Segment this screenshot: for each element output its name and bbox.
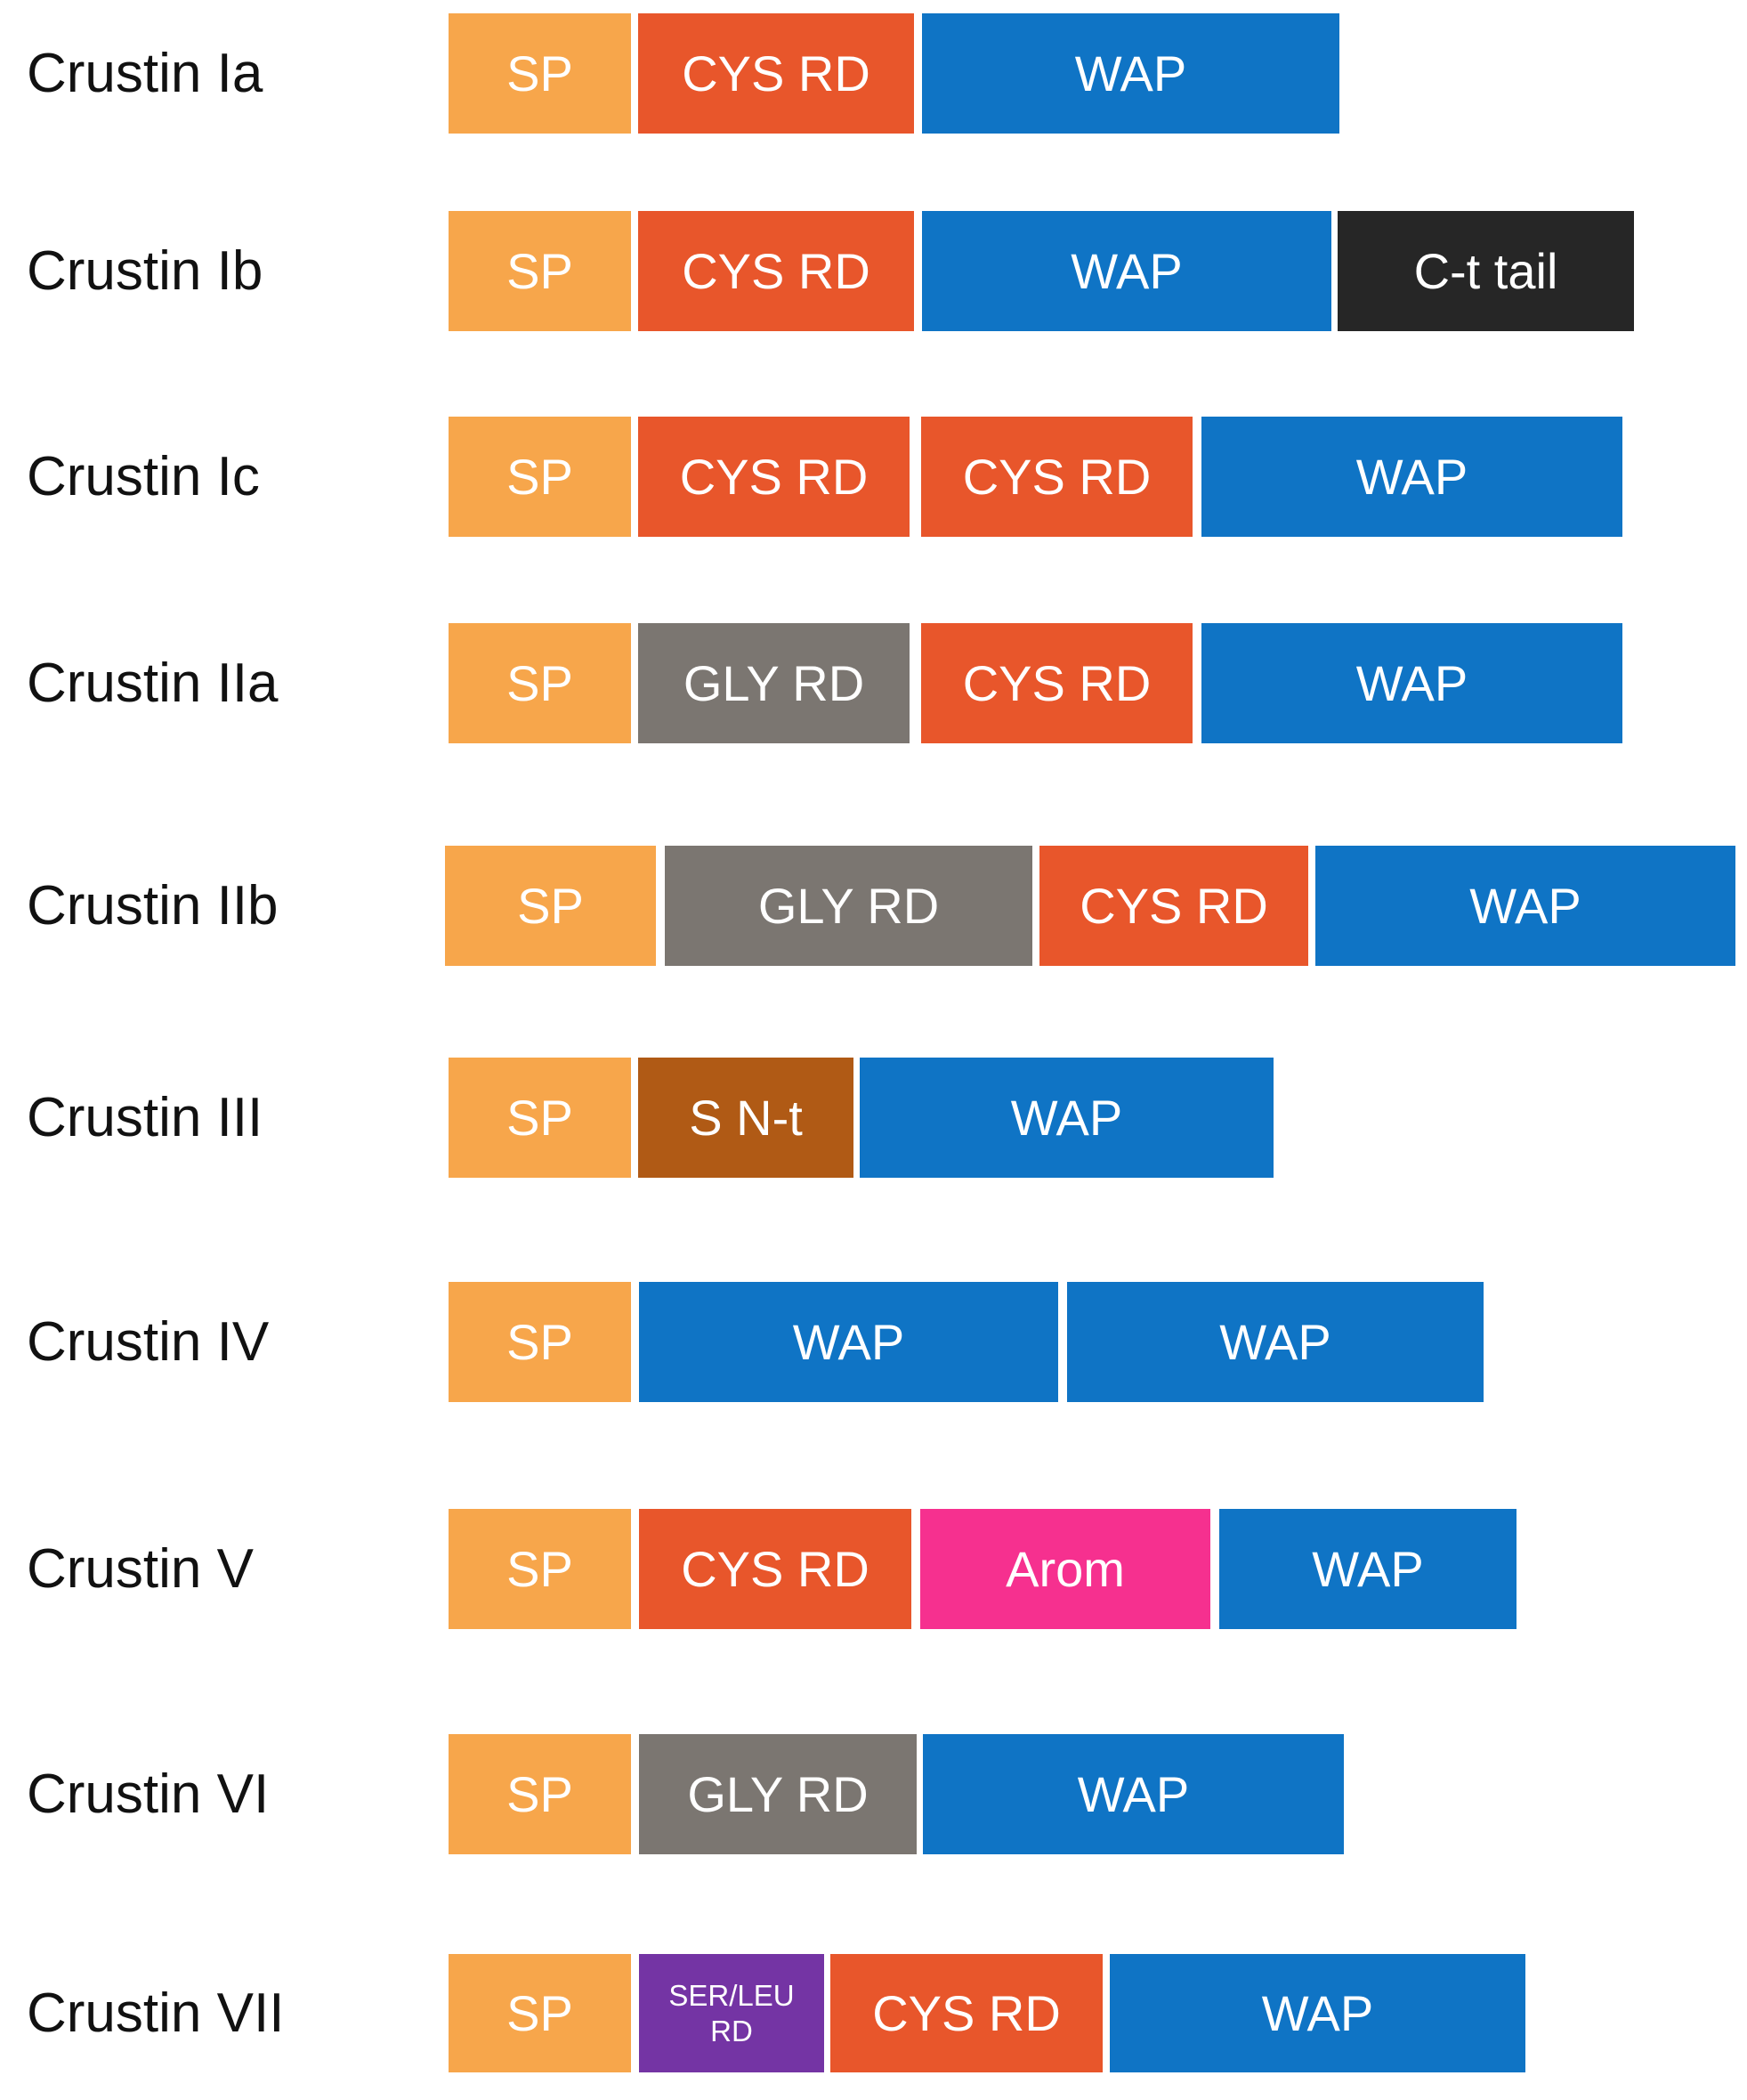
domain-wap: WAP — [860, 1058, 1274, 1178]
domain-cys-rd: CYS RD — [638, 211, 914, 331]
domain-wap: WAP — [1067, 1282, 1484, 1402]
domain-wap: WAP — [1201, 417, 1622, 537]
domain-sp: SP — [449, 623, 631, 743]
row-label: Crustin V — [27, 1538, 254, 1600]
domain-ser-leu-rd: SER/LEU RD — [639, 1954, 824, 2072]
domain-sp: SP — [445, 846, 656, 966]
domain-cys-rd: CYS RD — [638, 13, 914, 134]
row-label: Crustin IIa — [27, 653, 279, 714]
domain-wap: WAP — [922, 211, 1331, 331]
domain-sp: SP — [449, 211, 631, 331]
domain-sp: SP — [449, 417, 631, 537]
domain-wap: WAP — [1201, 623, 1622, 743]
row-label: Crustin III — [27, 1087, 263, 1148]
domain-wap: WAP — [1315, 846, 1735, 966]
domain-sp: SP — [449, 13, 631, 134]
domain-wap: WAP — [922, 13, 1339, 134]
domain-sp: SP — [449, 1954, 631, 2072]
domain-sp: SP — [449, 1734, 631, 1854]
domain-sp: SP — [449, 1509, 631, 1629]
row-label: Crustin Ib — [27, 240, 263, 302]
domain-cys-rd: CYS RD — [921, 417, 1193, 537]
domain-arom: Arom — [920, 1509, 1210, 1629]
row-label: Crustin IV — [27, 1311, 270, 1373]
row-label: Crustin VII — [27, 1982, 285, 2044]
domain-sp: SP — [449, 1058, 631, 1178]
domain-c-t-tail: C-t tail — [1338, 211, 1634, 331]
domain-gly-rd: GLY RD — [665, 846, 1032, 966]
domain-wap: WAP — [639, 1282, 1058, 1402]
row-label: Crustin IIb — [27, 875, 279, 936]
domain-wap: WAP — [923, 1734, 1344, 1854]
domain-sp: SP — [449, 1282, 631, 1402]
domain-cys-rd: CYS RD — [638, 417, 910, 537]
row-label: Crustin VI — [27, 1764, 270, 1825]
domain-cys-rd: CYS RD — [639, 1509, 911, 1629]
domain-cys-rd: CYS RD — [1039, 846, 1308, 966]
domain-wap: WAP — [1219, 1509, 1516, 1629]
domain-cys-rd: CYS RD — [830, 1954, 1103, 2072]
domain-gly-rd: GLY RD — [639, 1734, 917, 1854]
domain-gly-rd: GLY RD — [638, 623, 910, 743]
row-label: Crustin Ia — [27, 43, 263, 104]
domain-wap: WAP — [1110, 1954, 1525, 2072]
row-label: Crustin Ic — [27, 446, 260, 507]
domain-cys-rd: CYS RD — [921, 623, 1193, 743]
domain-s-n-t: S N-t — [638, 1058, 853, 1178]
